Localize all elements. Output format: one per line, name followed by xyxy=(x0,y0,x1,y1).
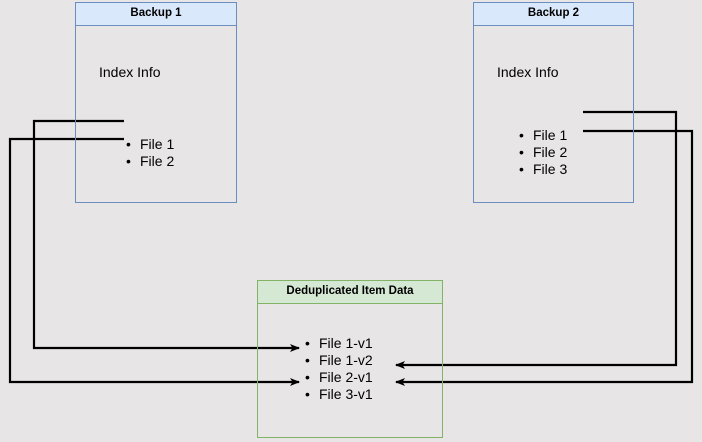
node-deduplicated-file-list: File 1-v1 File 1-v2 File 2-v1 File 3-v1 xyxy=(305,335,373,403)
node-backup-1-body: Index Info File 1 File 2 xyxy=(76,26,236,202)
node-deduplicated-item-data-title: Deduplicated Item Data xyxy=(258,281,442,304)
list-item: File 2 xyxy=(126,153,174,170)
node-backup-2-body: Index Info File 1 File 2 File 3 xyxy=(474,26,633,202)
list-item: File 1 xyxy=(519,127,567,144)
node-backup-1-title: Backup 1 xyxy=(76,3,236,26)
node-backup-2-index-label: Index Info xyxy=(497,64,559,80)
list-item: File 2-v1 xyxy=(305,369,373,386)
list-item: File 1-v2 xyxy=(305,352,373,369)
node-backup-2-title: Backup 2 xyxy=(474,3,633,26)
node-deduplicated-item-data[interactable]: Deduplicated Item Data File 1-v1 File 1-… xyxy=(257,280,443,438)
node-backup-1-file-list: File 1 File 2 xyxy=(126,136,174,170)
node-deduplicated-item-data-body: File 1-v1 File 1-v2 File 2-v1 File 3-v1 xyxy=(258,304,442,437)
list-item: File 2 xyxy=(519,144,567,161)
list-item: File 3-v1 xyxy=(305,386,373,403)
list-item: File 1 xyxy=(126,136,174,153)
node-backup-2-file-list: File 1 File 2 File 3 xyxy=(519,127,567,178)
node-backup-1-index-label: Index Info xyxy=(99,64,161,80)
node-backup-2[interactable]: Backup 2 Index Info File 1 File 2 File 3 xyxy=(473,2,634,203)
list-item: File 3 xyxy=(519,161,567,178)
list-item: File 1-v1 xyxy=(305,335,373,352)
node-backup-1[interactable]: Backup 1 Index Info File 1 File 2 xyxy=(75,2,237,203)
